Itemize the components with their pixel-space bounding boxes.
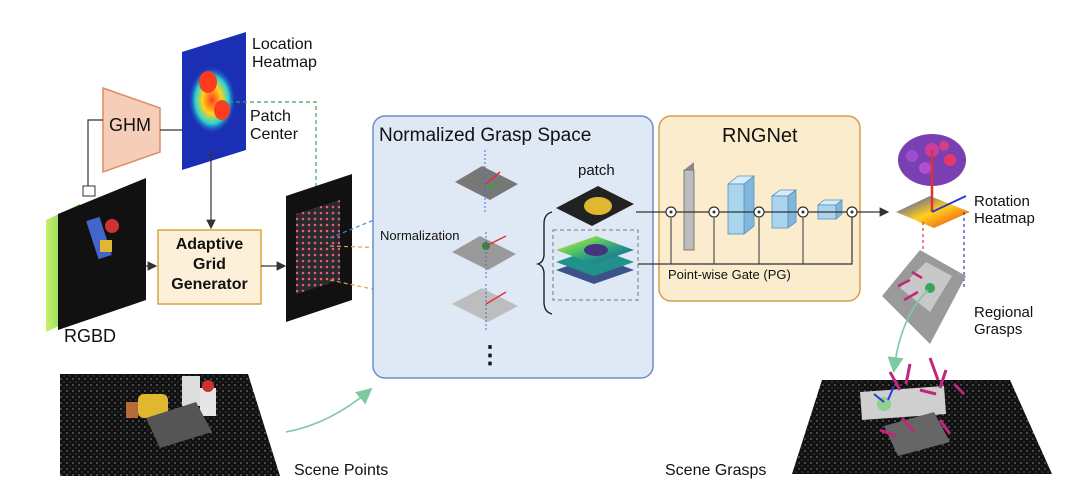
regional-grasps-image <box>882 250 966 344</box>
curly-brace <box>535 211 553 315</box>
location-heatmap-label-line1: Location <box>252 36 313 53</box>
rngnet-title: RNGNet <box>722 125 798 147</box>
scene-points-curve <box>285 387 373 433</box>
location-heatmap-label: Location Heatmap <box>252 36 317 73</box>
rngnet-layer-1 <box>683 162 695 251</box>
rgbd-to-ghm-line <box>87 119 103 196</box>
location-heatmap-label-line2: Heatmap <box>252 54 317 72</box>
grid-sampled-image <box>286 174 352 322</box>
regional-grasps-label-line2: Grasps <box>974 321 1023 339</box>
scene-points-image <box>60 374 280 476</box>
agg-label-line2: Grid <box>193 256 226 273</box>
point-wise-gate-label: Point-wise Gate (PG) <box>668 267 791 282</box>
adaptive-grid-generator-box <box>157 229 262 305</box>
normalized-patch-3 <box>452 284 518 330</box>
rgbd-image <box>46 178 146 332</box>
regional-grasps-curve <box>887 289 929 374</box>
rngnet-layer-3 <box>770 189 798 229</box>
rotation-heatmap-label: Rotation Heatmap <box>974 193 1035 228</box>
patch-center-label-line1: Patch <box>250 108 291 125</box>
rngnet-layer-4 <box>816 199 844 220</box>
feature-layer-stack <box>556 236 634 284</box>
rgbd-tab <box>82 185 96 197</box>
rgbd-label: RGBD <box>64 326 117 346</box>
normalization-label: Normalization <box>380 228 460 243</box>
pg-node-1 <box>665 206 677 264</box>
normalized-grasp-space-title: Normalized Grasp Space <box>379 125 592 146</box>
rotation-heatmap-label-line2: Heatmap <box>974 210 1035 228</box>
rngnet-layer-2 <box>726 175 756 235</box>
patch-center-label-line2: Center <box>250 126 299 144</box>
normalized-grasp-space-panel <box>372 115 654 379</box>
scene-grasps-image <box>792 357 1052 474</box>
scene-points-label: Scene Points <box>294 462 389 479</box>
regional-grasps-label-line1: Regional <box>974 304 1034 321</box>
pg-node-2 <box>708 206 720 264</box>
patch-label: patch <box>578 162 615 179</box>
normalized-patch-1 <box>455 150 518 212</box>
scene-grasps-label: Scene Grasps <box>665 462 767 479</box>
ghm-label: GHM <box>109 115 151 135</box>
rotation-heatmap-label-line1: Rotation <box>974 193 1030 210</box>
rotation-heatmap-image <box>896 134 970 228</box>
agg-label-line1: Adaptive <box>175 236 244 253</box>
pg-node-4 <box>797 206 809 264</box>
feature-layers-box <box>552 229 639 301</box>
patch-center-label: Patch Center <box>250 108 298 145</box>
regional-grasps-label: Regional Grasps <box>974 304 1033 339</box>
ghm-block <box>102 86 161 174</box>
agg-label-line3: Generator <box>171 276 248 293</box>
location-heatmap-image <box>182 32 246 170</box>
ellipsis-label: ⋮ <box>478 342 502 369</box>
normalized-patch-2 <box>452 232 516 280</box>
pg-node-3 <box>753 206 765 264</box>
patch-center-dashed-line <box>222 101 317 230</box>
patch-image <box>556 186 634 226</box>
pg-node-5 <box>846 206 858 218</box>
point-wise-gate-line <box>638 216 853 265</box>
adaptive-grid-generator-label: Adaptive Grid Generator <box>158 235 261 295</box>
